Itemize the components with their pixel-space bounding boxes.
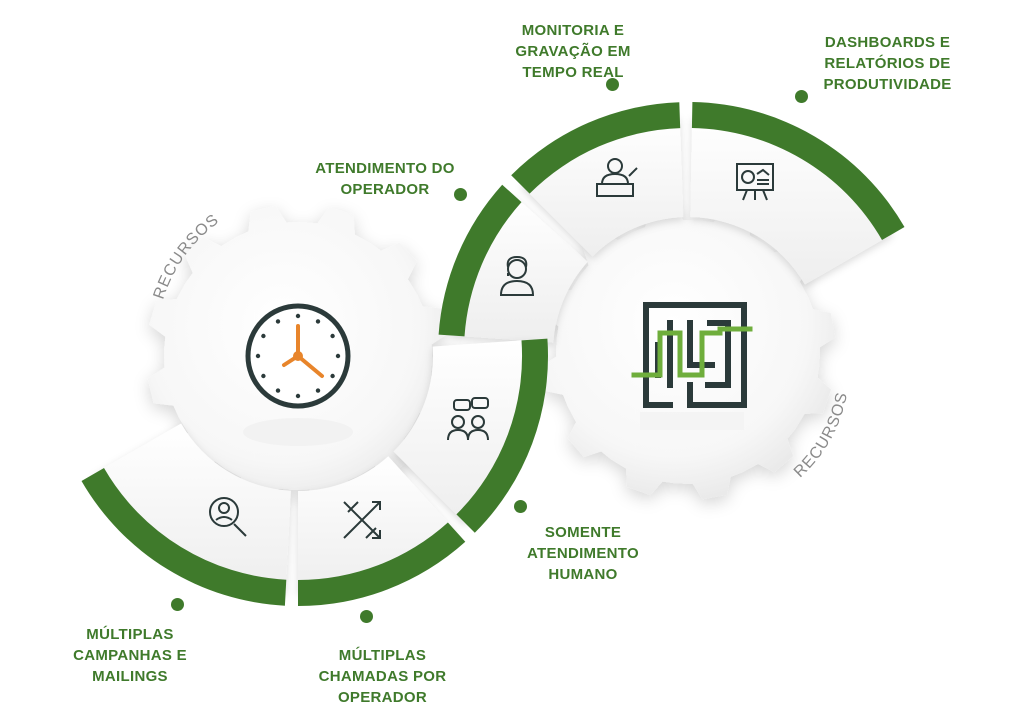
feature-label-line: MONITORIA E — [521, 22, 625, 39]
feature-label-line: SOMENTE — [544, 524, 622, 541]
feature-label-line: DASHBOARDS E — [824, 34, 951, 51]
feature-label: MÚLTIPLAS CHAMADAS POR OPERADOR — [300, 645, 465, 708]
feature-label-line: CHAMADAS POR — [318, 668, 447, 685]
feature-label-line: MÚLTIPLAS — [338, 647, 427, 664]
feature-label: SOMENTE ATENDIMENTO HUMANO — [508, 522, 658, 585]
feature-label-line: RELATÓRIOS DE — [824, 55, 951, 72]
feature-label: MÚLTIPLAS CAMPANHAS E MAILINGS — [50, 624, 210, 687]
feature-label-line: OPERADOR — [337, 689, 428, 706]
feature-dot — [795, 90, 808, 103]
feature-segments — [81, 102, 905, 606]
segment-multiplas-chamadas-band — [298, 522, 466, 606]
feature-label: DASHBOARDS E RELATÓRIOS DE PRODUTIVIDADE — [805, 32, 970, 95]
people-chat-icon — [447, 397, 489, 441]
feature-label-line: PRODUTIVIDADE — [823, 76, 952, 93]
segment-multiplas-campanhas-band — [81, 468, 287, 606]
segment-somente-humano-band — [456, 338, 549, 533]
user-search-icon — [209, 497, 247, 537]
feature-dot — [171, 598, 184, 611]
feature-label-line: MAILINGS — [92, 668, 168, 685]
segment-multiplas-campanhas — [81, 423, 291, 606]
maze-icon — [631, 302, 753, 408]
feature-label-line: TEMPO REAL — [522, 64, 624, 81]
multiple-arrows-icon — [343, 501, 381, 539]
segment-atendimento-operador-band — [438, 184, 522, 337]
segment-dashboards-band — [691, 102, 905, 240]
feature-label-line: ATENDIMENTO DO — [315, 160, 455, 177]
feature-dot — [514, 500, 527, 513]
feature-label-line: ATENDIMENTO — [527, 545, 639, 562]
presenter-podium-icon — [596, 158, 638, 197]
feature-label-line: MÚLTIPLAS — [86, 626, 174, 643]
feature-label: ATENDIMENTO DO OPERADOR — [300, 158, 470, 200]
feature-dot — [606, 78, 619, 91]
feature-dot — [360, 610, 373, 623]
clock-icon — [245, 303, 351, 409]
segment-monitoria — [511, 102, 684, 257]
segment-atendimento-operador — [438, 184, 588, 343]
segment-dashboards-body — [690, 116, 893, 285]
presentation-board-icon — [736, 163, 774, 201]
feature-label-line: HUMANO — [548, 566, 618, 583]
feature-label-line: CAMPANHAS E — [73, 647, 187, 664]
feature-label-line: GRAVAÇÃO EM — [515, 43, 631, 60]
segment-dashboards — [690, 102, 905, 285]
segment-multiplas-chamadas — [298, 456, 466, 606]
feature-label-line: OPERADOR — [340, 181, 430, 198]
segment-monitoria-band — [511, 102, 681, 194]
segment-multiplas-campanhas-body — [93, 423, 291, 592]
feature-dot — [454, 188, 467, 201]
operator-headset-icon — [499, 255, 535, 296]
feature-label: MONITORIA E GRAVAÇÃO EM TEMPO REAL — [498, 20, 648, 83]
segment-monitoria-body — [521, 116, 684, 257]
